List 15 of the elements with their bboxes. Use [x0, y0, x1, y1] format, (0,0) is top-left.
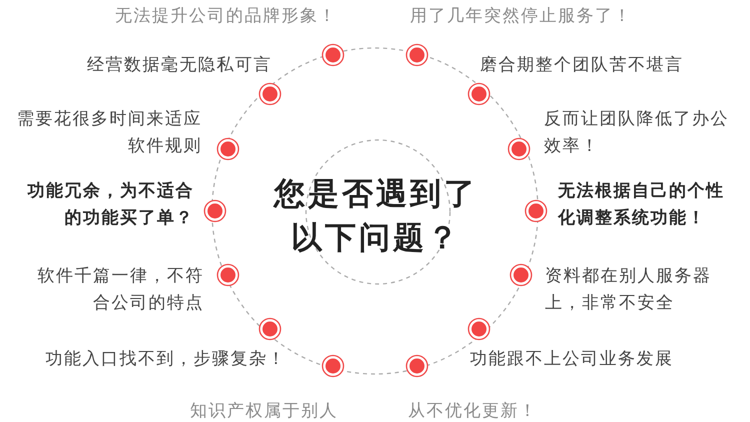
problem-text: 需要花很多时间来适应软件规则 — [16, 108, 202, 158]
problem-text: 反而让团队降低了办公效率！ — [544, 108, 730, 158]
problem-text: 功能冗余，为不适合的功能买了单？ — [26, 180, 194, 230]
problem-text: 磨合期整个团队苦不堪言 — [480, 54, 684, 77]
problem-text: 功能跟不上公司业务发展 — [470, 348, 674, 371]
problem-text: 资料都在别人服务器上，非常不安全 — [545, 265, 712, 315]
problem-text: 无法根据自己的个性化调整系统功能！ — [558, 180, 726, 230]
problem-text: 软件千篇一律，不符合公司的特点 — [36, 265, 204, 315]
problem-text: 用了几年突然停止服务了！ — [410, 5, 633, 28]
problem-text: 无法提升公司的品牌形象！ — [115, 5, 338, 28]
problem-text: 经营数据毫无隐私可言 — [86, 54, 272, 77]
problem-text: 从不优化更新！ — [408, 400, 538, 422]
problem-text: 知识产权属于别人 — [190, 400, 339, 422]
problem-text: 功能入口找不到，步骤复杂！ — [44, 348, 286, 371]
title: 您是否遇到了以下问题？ — [272, 175, 479, 258]
